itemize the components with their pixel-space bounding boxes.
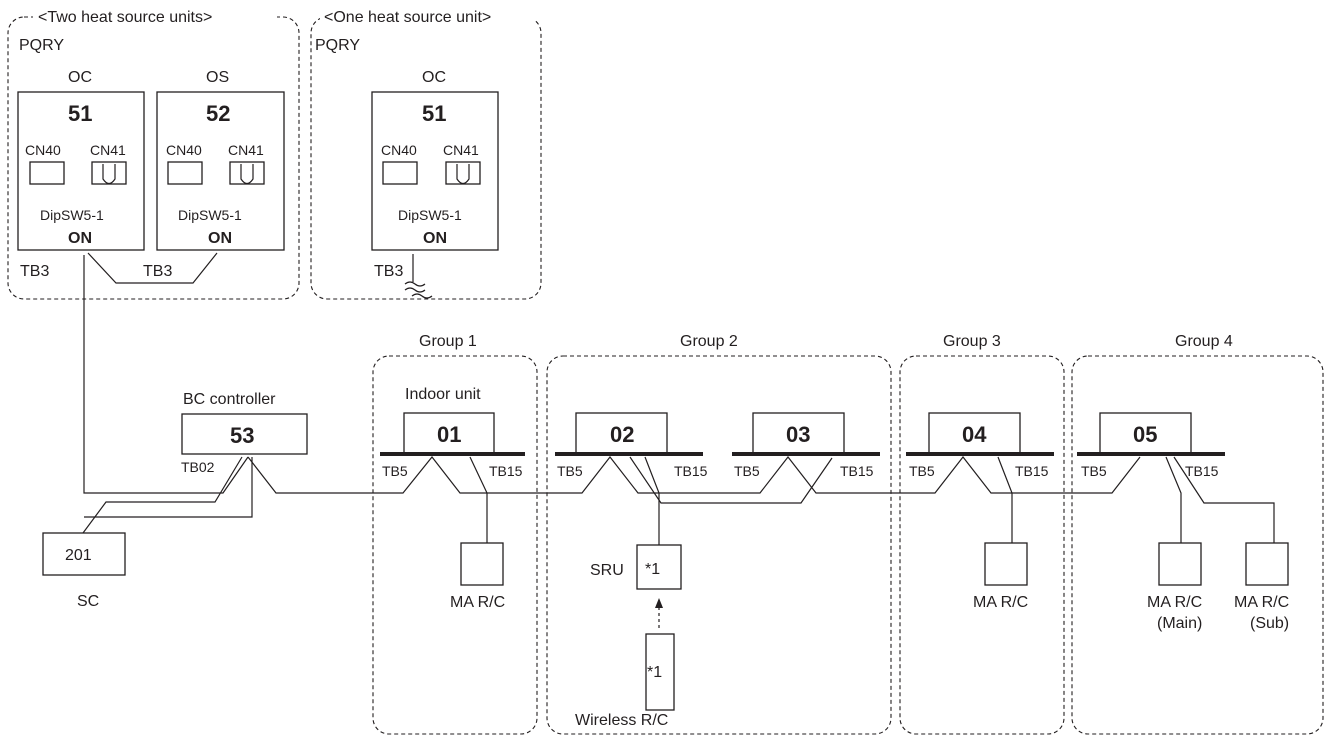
wireless-rc-box-label: *1 <box>647 664 662 681</box>
indoor-unit-04-box <box>928 412 1021 454</box>
indoor-unit-05-address: 05 <box>1133 422 1157 447</box>
wire-break-icon <box>404 281 433 299</box>
os-tb3-label: TB3 <box>143 263 172 280</box>
group3-ma-rc-label: MA R/C <box>973 594 1028 611</box>
oc-role-label: OC <box>68 69 92 86</box>
oc-cn40-connector <box>29 161 65 185</box>
sc-box <box>42 532 126 576</box>
single-oc-cn40-label: CN40 <box>381 142 417 158</box>
unit05-sub-rc-wire <box>1173 456 1275 543</box>
oc-os-tb3-wire <box>87 252 218 284</box>
indoor-unit-01-box <box>403 412 495 454</box>
one-unit-label: <One heat source unit> <box>324 9 491 26</box>
group4-main-rc-label: MA R/C <box>1147 594 1202 611</box>
single-oc-dipsw-label: DipSW5-1 <box>398 207 462 223</box>
oc-cn41-label: CN41 <box>90 142 126 158</box>
indoor-unit-04-tb5: TB5 <box>909 463 935 479</box>
bc-controller-tb02-label: TB02 <box>181 459 215 475</box>
single-oc-tb3-label: TB3 <box>374 263 403 280</box>
os-dipsw-state: ON <box>208 230 232 247</box>
oc-dipsw-state: ON <box>68 230 92 247</box>
indoor-unit-01-tb15: TB15 <box>489 463 523 479</box>
indoor-unit-01-tb5: TB5 <box>382 463 408 479</box>
unit02-to-unit03-wire <box>629 456 833 504</box>
indoor-unit-01-address: 01 <box>437 422 461 447</box>
bc-controller-label: BC controller <box>183 391 276 408</box>
indoor-unit-03-tb5: TB5 <box>734 463 760 479</box>
group-4-enclosure <box>1071 355 1324 735</box>
unit05-main-rc-wire <box>1165 456 1182 543</box>
sc-address: 201 <box>65 547 92 564</box>
indoor-unit-02-tb15: TB15 <box>674 463 708 479</box>
group4-main-rc-box <box>1158 542 1202 586</box>
wireless-rc-box <box>645 633 675 711</box>
group3-ma-rc-box <box>984 542 1028 586</box>
sru-label: SRU <box>590 562 624 579</box>
unit02-sru-wire <box>644 456 660 545</box>
oc-dipsw-label: DipSW5-1 <box>40 207 104 223</box>
os-dipsw-label: DipSW5-1 <box>178 207 242 223</box>
bc-controller-address: 53 <box>230 423 254 448</box>
indoor-unit-03-address: 03 <box>786 422 810 447</box>
indoor-unit-03-tb15: TB15 <box>840 463 874 479</box>
unit01-rc-wire <box>469 456 488 543</box>
single-oc-cn40-connector <box>382 161 418 185</box>
single-oc-role-label: OC <box>422 69 446 86</box>
bc-controller-box <box>181 413 308 455</box>
group-3-label: Group 3 <box>943 333 1001 350</box>
os-cn41-connector <box>229 161 265 185</box>
indoor-unit-05-tb15: TB15 <box>1185 463 1219 479</box>
group4-main-rc-sublabel: (Main) <box>1157 615 1202 632</box>
bc-to-sc-wire-2 <box>84 457 253 518</box>
wireless-rc-label: Wireless R/C <box>575 712 668 729</box>
oc-address: 51 <box>68 101 92 126</box>
group-3-enclosure <box>899 355 1065 735</box>
os-cn41-jumper <box>240 164 254 185</box>
sru-box-label: *1 <box>645 561 660 578</box>
oc-cn40-label: CN40 <box>25 142 61 158</box>
unit04-rc-wire <box>997 456 1013 543</box>
group-1-label: Group 1 <box>419 333 477 350</box>
indoor-unit-02-address: 02 <box>610 422 634 447</box>
indoor-unit-label: Indoor unit <box>405 386 481 403</box>
group4-sub-rc-sublabel: (Sub) <box>1250 615 1289 632</box>
sru-box <box>636 544 682 590</box>
os-role-label: OS <box>206 69 229 86</box>
os-cn40-label: CN40 <box>166 142 202 158</box>
group-4-label: Group 4 <box>1175 333 1233 350</box>
group4-sub-rc-label: MA R/C <box>1234 594 1289 611</box>
sc-label: SC <box>77 593 99 610</box>
indoor-unit-04-tb15: TB15 <box>1015 463 1049 479</box>
two-units-label: <Two heat source units> <box>38 9 212 26</box>
bc-to-indoor-wire <box>247 456 1141 494</box>
group-2-label: Group 2 <box>680 333 738 350</box>
single-oc-cn41-jumper <box>456 164 470 185</box>
single-oc-cn41-connector <box>445 161 481 185</box>
oc-tb3-label: TB3 <box>20 263 49 280</box>
oc-cn41-connector <box>91 161 127 185</box>
oc-to-bc-wire <box>83 255 249 494</box>
os-address: 52 <box>206 101 230 126</box>
wireless-signal-arrow-icon <box>655 598 663 608</box>
indoor-unit-04-address: 04 <box>962 422 987 447</box>
os-cn40-connector <box>167 161 203 185</box>
group1-ma-rc-box <box>460 542 504 586</box>
single-oc-address: 51 <box>422 101 446 126</box>
bc-to-sc-wire <box>82 456 243 534</box>
group-2-enclosure <box>546 355 892 735</box>
group-1-enclosure <box>372 355 538 735</box>
two-units-model: PQRY <box>19 37 64 54</box>
group1-ma-rc-label: MA R/C <box>450 594 505 611</box>
oc-cn41-jumper <box>102 164 116 185</box>
one-unit-model: PQRY <box>315 37 360 54</box>
single-oc-cn41-label: CN41 <box>443 142 479 158</box>
group4-sub-rc-box <box>1245 542 1289 586</box>
single-oc-dipsw-state: ON <box>423 230 447 247</box>
indoor-unit-05-tb5: TB5 <box>1081 463 1107 479</box>
indoor-unit-05-box <box>1099 412 1192 454</box>
os-cn41-label: CN41 <box>228 142 264 158</box>
indoor-unit-02-tb5: TB5 <box>557 463 583 479</box>
